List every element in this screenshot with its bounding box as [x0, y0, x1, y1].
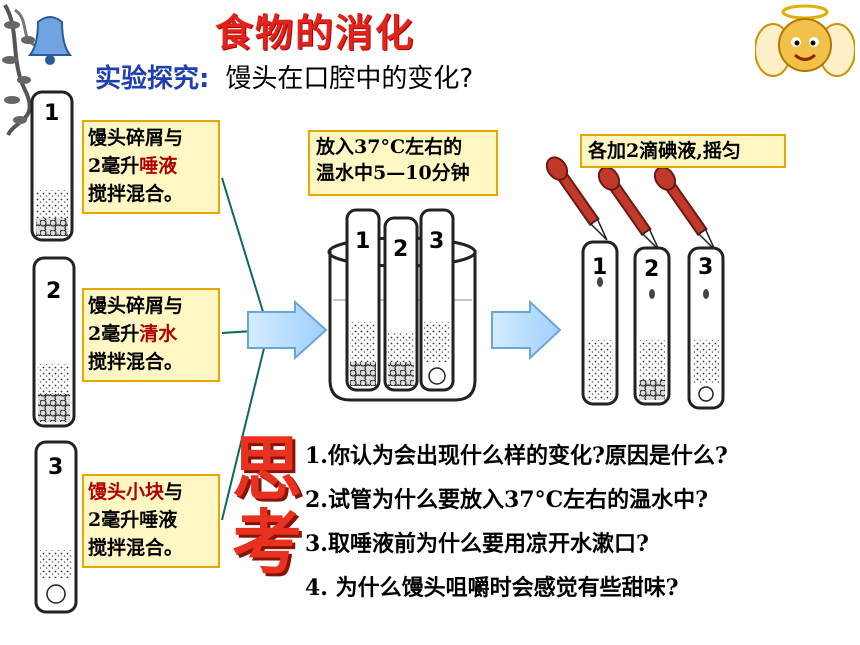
tube-number: 1 [592, 255, 607, 280]
tube-numbers: 1 2 3 1 2 3 1 2 3 [44, 101, 713, 480]
note-text: 与 [164, 481, 184, 503]
note-line: 馒头碎屑与 [88, 295, 184, 317]
left-tube-1 [30, 90, 74, 242]
right-tube-1 [581, 240, 619, 406]
think-char: 思 [232, 428, 302, 510]
subtitle-question: 馒头在口腔中的变化? [225, 64, 474, 94]
dropper-icon [597, 166, 660, 251]
vine-bell-decoration [2, 3, 73, 137]
note-tube-2: 馒头碎屑与 2毫升清水 搅拌混合。 [82, 288, 220, 382]
step-line: 温水中5—10分钟 [316, 162, 470, 184]
tube-number: 2 [46, 279, 61, 304]
right-tube-2 [633, 246, 671, 406]
note-highlight: 清水 [139, 323, 178, 345]
step-line: 放入37°C左右的 [316, 136, 463, 158]
note-line: 搅拌混合。 [88, 183, 184, 205]
note-line: 搅拌混合。 [88, 351, 184, 373]
dropper-icon [653, 166, 716, 251]
dropper-icon [545, 156, 608, 241]
step-water-label: 放入37°C左右的 温水中5—10分钟 [308, 130, 498, 196]
tube-number: 2 [393, 237, 408, 262]
note-line: 2毫升唾液 [88, 509, 178, 531]
water-bath-beaker [327, 208, 477, 402]
note-tube-1: 馒头碎屑与 2毫升唾液 搅拌混合。 [82, 120, 220, 214]
note-highlight: 馒头小块 [88, 481, 165, 503]
tube-number: 1 [44, 101, 59, 126]
note-tube-3: 馒头小块与 2毫升唾液 搅拌混合。 [82, 474, 220, 568]
question-4: 4. 为什么馒头咀嚼时会感觉有些甜味? [305, 575, 679, 601]
think-label: 思 考 [232, 428, 302, 584]
question-2: 2.试管为什么要放入37°C左右的温水中? [305, 487, 708, 513]
page-title: 食物的消化 [215, 11, 416, 55]
bell-icon [27, 16, 73, 65]
note-text: 2毫升 [88, 155, 140, 177]
subtitle: 实验探究: 馒头在口腔中的变化? [95, 58, 473, 95]
left-tube-3 [34, 440, 78, 614]
tube-number: 1 [355, 229, 370, 254]
note-line: 2毫升唾液 [88, 152, 214, 180]
note-line: 2毫升清水 [88, 320, 214, 348]
angel-icon [755, 4, 855, 77]
subtitle-label: 实验探究: [95, 64, 210, 94]
question-1: 1.你认为会出现什么样的变化?原因是什么? [305, 443, 728, 469]
tube-number: 3 [429, 229, 444, 254]
note-line: 馒头小块与 [88, 478, 214, 506]
arrow-right-icon [491, 299, 562, 361]
tube-number: 2 [644, 257, 659, 282]
note-line: 馒头碎屑与 [88, 127, 184, 149]
question-3: 3.取唾液前为什么要用凉开水漱口? [305, 531, 649, 557]
left-tube-2 [32, 256, 76, 428]
think-char: 考 [232, 502, 302, 584]
tube-number: 3 [698, 255, 713, 280]
note-highlight: 唾液 [139, 155, 178, 177]
step-iodine-label: 各加2滴碘液,摇匀 [580, 134, 786, 168]
note-line: 搅拌混合。 [88, 537, 184, 559]
tube-number: 3 [48, 455, 63, 480]
right-tube-3 [687, 246, 725, 410]
arrow-right-icon [247, 299, 328, 361]
note-text: 2毫升 [88, 323, 140, 345]
